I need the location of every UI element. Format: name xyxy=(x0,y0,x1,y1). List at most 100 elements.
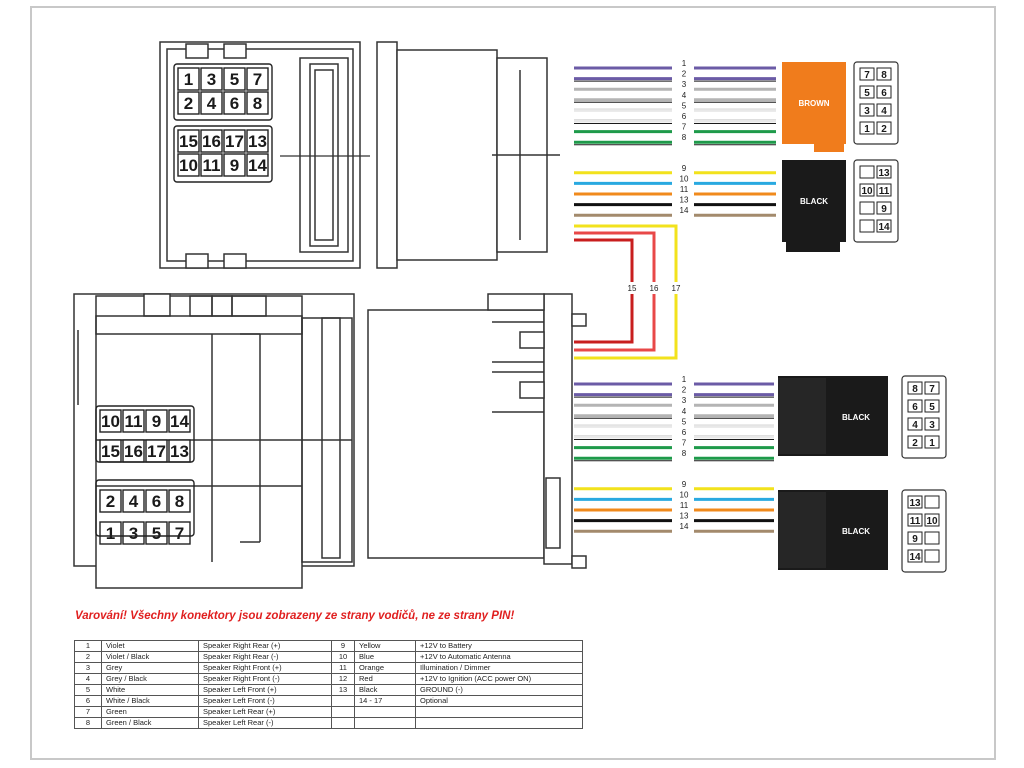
function-cell: +12V to Automatic Antenna xyxy=(415,651,583,663)
pin-number: 5 xyxy=(864,88,870,99)
pin-box xyxy=(924,417,940,431)
pin-box xyxy=(876,85,892,99)
pin-number: 6 xyxy=(230,94,239,113)
wire-number: 1 xyxy=(682,375,687,384)
wire-number: 7 xyxy=(682,123,687,132)
pin-number: 6 xyxy=(881,88,887,99)
pin-box xyxy=(145,489,168,513)
wire-number: 6 xyxy=(682,428,687,437)
pin-box xyxy=(145,409,168,433)
pin-box xyxy=(876,67,892,81)
pin-box xyxy=(177,91,200,115)
pin-number: 10 xyxy=(861,186,873,197)
function-cell: Illumination / Dimmer xyxy=(415,662,583,674)
wire-color-cell xyxy=(354,706,416,718)
wire-color-cell: Black xyxy=(354,684,416,696)
wire-number: 3 xyxy=(682,80,687,89)
wire-number: 1 xyxy=(682,59,687,68)
pin-box xyxy=(223,129,246,153)
pin-number-cell: 3 xyxy=(74,662,102,674)
pin-box xyxy=(859,201,875,215)
pin-number: 7 xyxy=(929,384,935,395)
pin-box xyxy=(859,85,875,99)
pin-box xyxy=(122,489,145,513)
black-connector-bottom-b: BLACK xyxy=(778,490,888,570)
wire-color-cell: Yellow xyxy=(354,640,416,652)
pin-number: 9 xyxy=(912,534,918,545)
warning-text: Varování! Všechny konektory jsou zobraze… xyxy=(75,610,515,622)
wire-number: 5 xyxy=(682,101,687,110)
pin-number: 1 xyxy=(106,524,115,543)
pin-number-cell: 2 xyxy=(74,651,102,663)
pin-box xyxy=(876,165,892,179)
wire-color-cell: Blue xyxy=(354,651,416,663)
pin-number: 4 xyxy=(129,492,139,511)
wire-number: 10 xyxy=(680,174,689,183)
pin-box xyxy=(876,121,892,135)
pin-box xyxy=(145,521,168,545)
black-connector-top-label: BLACK xyxy=(800,197,828,206)
pin-number-cell xyxy=(331,695,355,707)
black-connector-top: BLACK xyxy=(782,160,846,252)
pin-number: 7 xyxy=(864,70,870,81)
function-cell: +12V to Battery xyxy=(415,640,583,652)
pin-number-cell: 7 xyxy=(74,706,102,718)
pin-number: 11 xyxy=(125,412,143,431)
pin-number: 10 xyxy=(101,412,120,431)
pin-box xyxy=(122,521,145,545)
wire-number: 15 xyxy=(628,284,637,293)
pin-number: 1 xyxy=(184,70,193,89)
pin-box xyxy=(859,183,875,197)
function-cell: Speaker Left Rear (+) xyxy=(198,706,332,718)
pin-number: 9 xyxy=(881,204,887,215)
pin-number: 5 xyxy=(152,524,161,543)
pin-number: 10 xyxy=(926,516,938,527)
pin-box xyxy=(859,165,875,179)
pin-box xyxy=(223,67,246,91)
pin-number: 13 xyxy=(170,442,189,461)
wire-number: 7 xyxy=(682,439,687,448)
wire-number: 10 xyxy=(680,490,689,499)
pin-number: 1 xyxy=(864,124,870,135)
pin-number: 9 xyxy=(230,156,239,175)
pin-number-cell: 4 xyxy=(74,673,102,685)
pin-number: 7 xyxy=(253,70,262,89)
function-cell: Speaker Left Front (-) xyxy=(198,695,332,707)
pin-box xyxy=(168,521,191,545)
wire-number: 13 xyxy=(680,512,689,521)
pin-number: 3 xyxy=(864,106,870,117)
wire-color-cell: Grey xyxy=(101,662,199,674)
pin-number: 9 xyxy=(152,412,161,431)
pin-number: 2 xyxy=(184,94,193,113)
pin-number-cell: 6 xyxy=(74,695,102,707)
wire-number: 13 xyxy=(680,196,689,205)
pin-number-cell: 12 xyxy=(331,673,355,685)
function-cell: +12V to Ignition (ACC power ON) xyxy=(415,673,583,685)
pin-box xyxy=(200,129,223,153)
pin-number: 4 xyxy=(881,106,887,117)
brown-connector: BROWN xyxy=(782,62,846,152)
function-cell: Speaker Left Rear (-) xyxy=(198,717,332,729)
pin-box xyxy=(924,531,940,545)
function-cell: Speaker Left Front (+) xyxy=(198,684,332,696)
pin-box xyxy=(200,91,223,115)
pin-box xyxy=(907,513,923,527)
wire-color-cell: Green xyxy=(101,706,199,718)
pin-number: 3 xyxy=(129,524,138,543)
pin-box xyxy=(177,129,200,153)
pin-number: 13 xyxy=(878,168,890,179)
pin-number-cell xyxy=(331,717,355,729)
wire-number: 14 xyxy=(680,206,689,215)
wire-number: 11 xyxy=(680,501,689,510)
wire-color-cell: Red xyxy=(354,673,416,685)
pin-number: 13 xyxy=(909,498,921,509)
wire-color-cell: White xyxy=(101,684,199,696)
pin-box xyxy=(99,409,122,433)
pin-number-cell: 11 xyxy=(331,662,355,674)
